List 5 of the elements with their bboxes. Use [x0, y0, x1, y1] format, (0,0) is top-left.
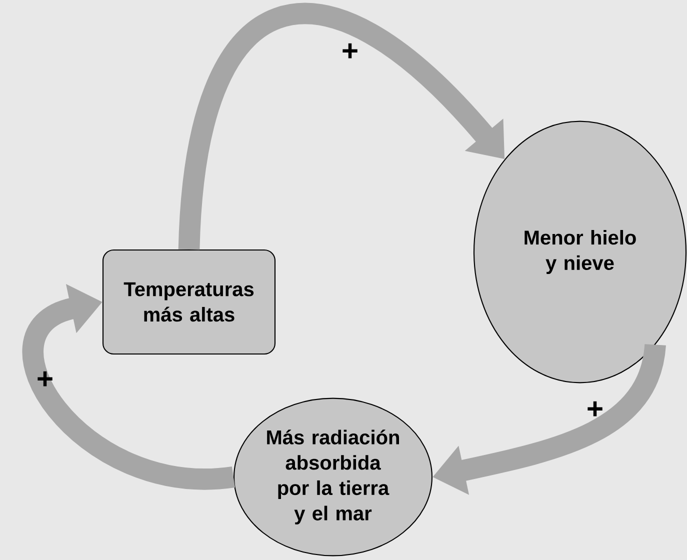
edge-label: +: [38, 371, 52, 386]
curved-arrow: [22, 284, 234, 490]
edge-label: +: [588, 401, 602, 416]
process-box: Temperaturas más altas: [102, 249, 276, 355]
edge-label: +: [342, 43, 358, 58]
